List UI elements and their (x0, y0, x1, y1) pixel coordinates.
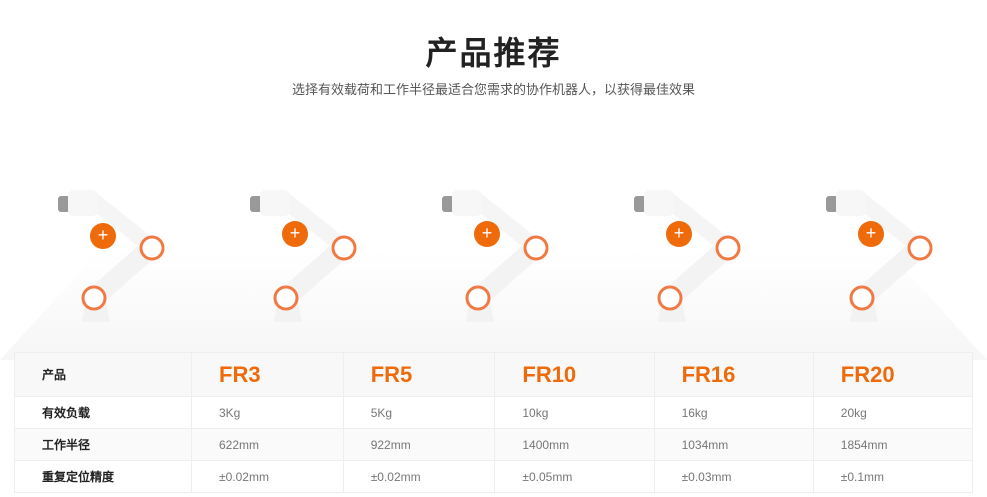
table-row: 有效负载 3Kg 5Kg 10kg 16kg 20kg (14, 396, 974, 429)
row-label: 重复定位精度 (14, 460, 192, 493)
robot-arm-image-fr5 (232, 172, 372, 337)
plus-icon[interactable]: + (858, 221, 884, 247)
table-row: 工作半径 622mm 922mm 1400mm 1034mm 1854mm (14, 428, 974, 461)
robot-arm-image-fr3 (40, 172, 180, 337)
model-fr10[interactable]: FR10 (494, 352, 655, 397)
page-subtitle: 选择有效载荷和工作半径最适合您需求的协作机器人，以获得最佳效果 (291, 82, 695, 97)
robot-arm-image-fr10 (424, 172, 564, 337)
cell: 16kg (653, 396, 814, 429)
cell: ±0.02mm (191, 460, 344, 493)
table-header-row: 产品 FR3 FR5 FR10 FR16 FR20 (14, 352, 974, 397)
header-label: 产品 (14, 352, 192, 397)
plus-icon[interactable]: + (666, 221, 692, 247)
robot-arm-image-fr16 (616, 172, 756, 337)
plus-icon[interactable]: + (474, 221, 500, 247)
robot-arm-image-fr20 (808, 172, 948, 337)
floor-backdrop (0, 250, 987, 360)
cell: 922mm (342, 428, 496, 461)
cell: 20kg (812, 396, 974, 429)
page-title: 产品推荐 (425, 35, 562, 71)
row-label: 有效负载 (14, 396, 192, 429)
model-fr20[interactable]: FR20 (812, 352, 974, 397)
cell: ±0.1mm (812, 460, 974, 493)
cell: 5Kg (342, 396, 496, 429)
plus-icon[interactable]: + (90, 223, 116, 249)
cell: ±0.05mm (494, 460, 655, 493)
model-fr5[interactable]: FR5 (342, 352, 496, 397)
cell: 1400mm (494, 428, 655, 461)
spec-table: 产品 FR3 FR5 FR10 FR16 FR20 有效负载 3Kg 5Kg 1… (14, 352, 974, 493)
cell: ±0.03mm (653, 460, 814, 493)
table-row: 重复定位精度 ±0.02mm ±0.02mm ±0.05mm ±0.03mm ±… (14, 460, 974, 493)
plus-icon[interactable]: + (282, 221, 308, 247)
cell: 1854mm (812, 428, 974, 461)
cell: 1034mm (653, 428, 814, 461)
cell: ±0.02mm (342, 460, 496, 493)
cell: 3Kg (191, 396, 344, 429)
cell: 10kg (494, 396, 655, 429)
model-fr16[interactable]: FR16 (653, 352, 814, 397)
row-label: 工作半径 (14, 428, 192, 461)
model-fr3[interactable]: FR3 (191, 352, 344, 397)
cell: 622mm (191, 428, 344, 461)
